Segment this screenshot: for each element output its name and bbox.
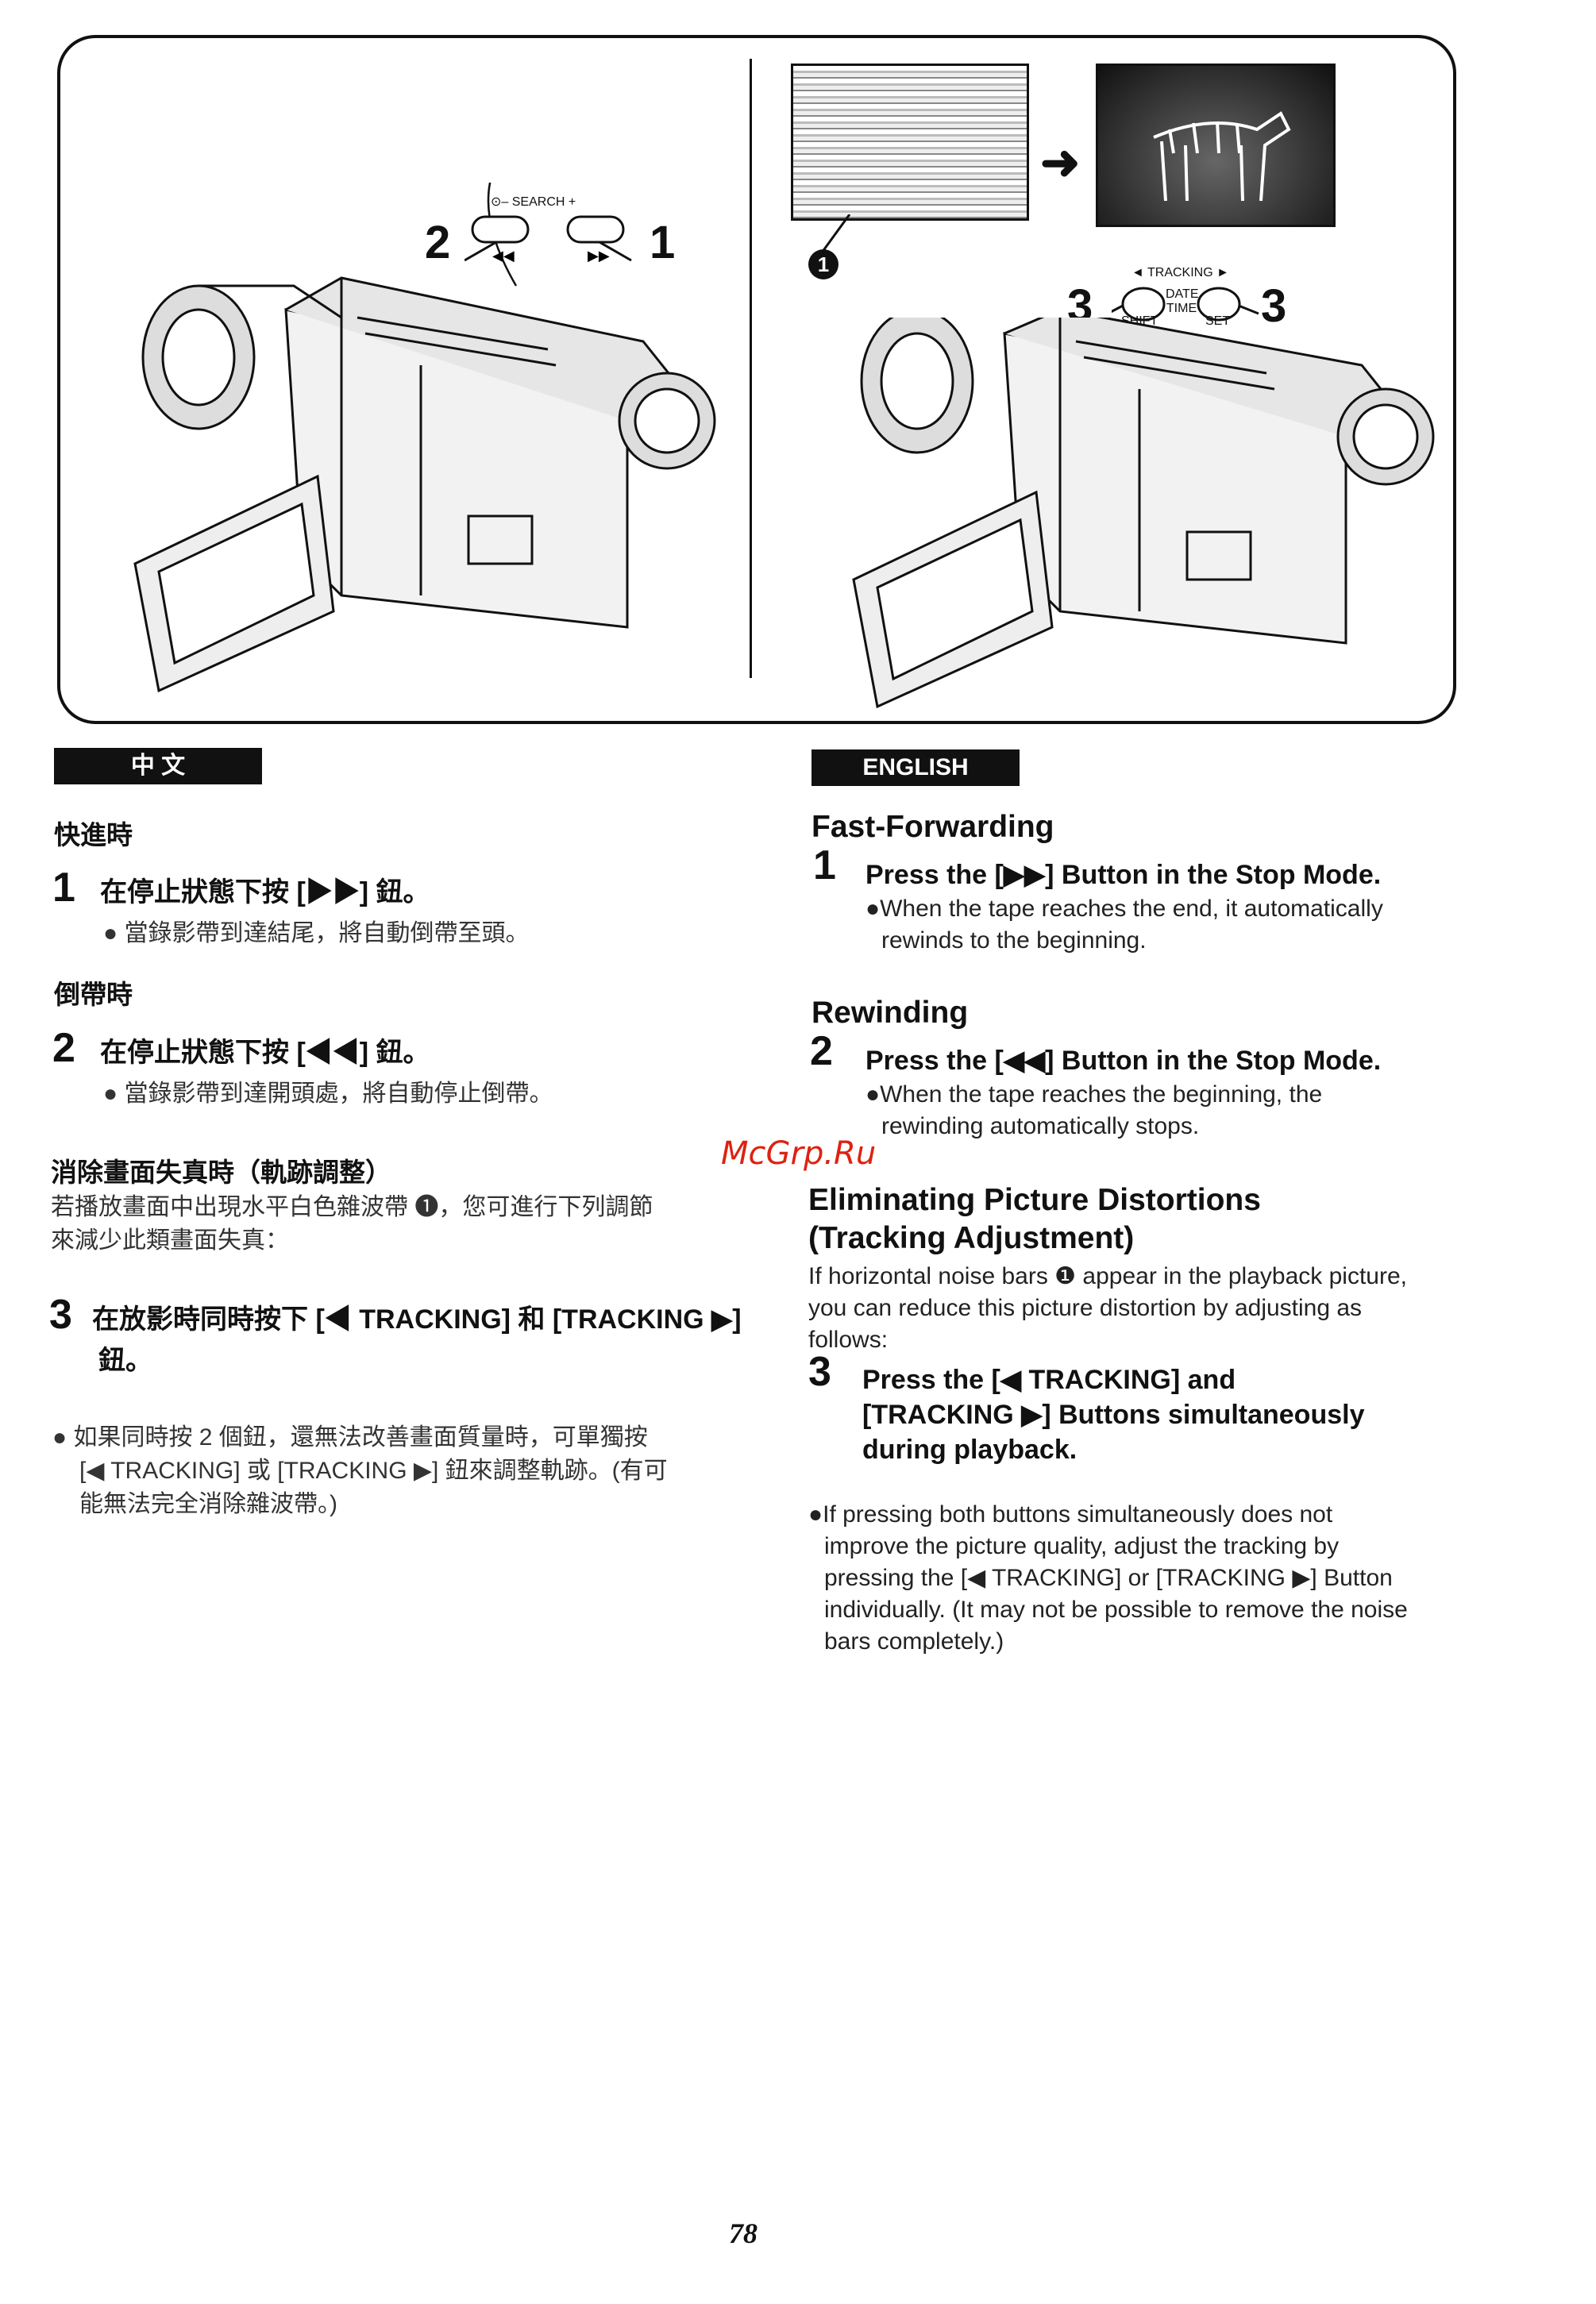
- cn-rw-title: 倒帶時: [54, 980, 133, 1009]
- en-elim-title-2: (Tracking Adjustment): [808, 1221, 1135, 1255]
- cn-step1-note: ● 當錄影帶到達結尾，將自動倒帶至頭。: [103, 920, 530, 946]
- cn-step1-num: 1: [52, 865, 75, 911]
- en-elim-body-2: you can reduce this picture distortion b…: [808, 1295, 1363, 1321]
- callout-3-right: 3: [1261, 280, 1287, 332]
- en-note-5: bars completely.): [824, 1628, 1004, 1655]
- cn-step3-text-2: 鈕。: [98, 1346, 152, 1376]
- svg-text:▶▶: ▶▶: [588, 248, 610, 264]
- en-note-1: ●If pressing both buttons simultaneously…: [808, 1501, 1333, 1528]
- cn-note-2: [◀ TRACKING] 或 [TRACKING ▶] 鈕來調整軌跡。(有可: [79, 1458, 668, 1484]
- tracking-buttons-diagram: [1112, 287, 1259, 322]
- chinese-tag: 中 文: [54, 748, 262, 784]
- en-elim-title-1: Eliminating Picture Distortions: [808, 1183, 1261, 1217]
- camcorder-illustration-right: [852, 318, 1435, 709]
- cn-note-1: ● 如果同時按 2 個鈕，還無法改善畫面質量時，可單獨按: [52, 1424, 648, 1451]
- cn-elim-body-1: 若播放畫面中出現水平白色雜波帶 ❶，您可進行下列調節: [51, 1194, 653, 1220]
- callout-2: 2: [425, 217, 451, 268]
- en-step2-note-2: rewinding automatically stops.: [881, 1113, 1200, 1139]
- en-step2-num: 2: [810, 1028, 833, 1074]
- en-elim-body-1: If horizontal noise bars ❶ appear in the…: [808, 1263, 1407, 1289]
- callout-marker-1: 1: [808, 249, 838, 279]
- cn-ff-title: 快進時: [54, 820, 133, 850]
- en-step3-text-2: [TRACKING ▶] Buttons simultaneously: [862, 1400, 1365, 1430]
- en-note-2: improve the picture quality, adjust the …: [824, 1533, 1340, 1559]
- search-buttons-diagram: ◀◀ ▶▶: [465, 215, 632, 264]
- en-ff-title: Fast-Forwarding: [811, 810, 1054, 844]
- illustration-frame: [57, 35, 1456, 724]
- callout-1: 1: [650, 217, 676, 268]
- en-step2-text: Press the [◀◀] Button in the Stop Mode.: [865, 1046, 1382, 1076]
- arrow-right-icon: ➜: [1040, 136, 1081, 189]
- cn-step2-note: ● 當錄影帶到達開頭處，將自動停止倒帶。: [103, 1081, 553, 1107]
- watermark: McGrp.Ru: [721, 1135, 877, 1172]
- en-step1-num: 1: [813, 842, 836, 888]
- search-label: ⊙– SEARCH +: [491, 195, 576, 209]
- en-note-4: individually. (It may not be possible to…: [824, 1597, 1408, 1623]
- cn-step2-num: 2: [52, 1025, 75, 1071]
- date-time-label: DATE TIME: [1166, 287, 1199, 315]
- cn-step3-text-1: 在放影時同時按下 [◀ TRACKING] 和 [TRACKING ▶]: [92, 1304, 742, 1335]
- en-step3-text-3: during playback.: [862, 1435, 1077, 1465]
- english-tag: ENGLISH: [811, 749, 1020, 786]
- camcorder-illustration-left: [133, 183, 716, 693]
- set-label: SET: [1205, 314, 1231, 328]
- zebra-icon: [1153, 111, 1291, 202]
- cn-note-3: 能無法完全消除雜波帶。): [79, 1491, 337, 1517]
- cn-step1-text: 在停止狀態下按 [▶▶] 鈕。: [100, 877, 430, 907]
- en-note-3: pressing the [◀ TRACKING] or [TRACKING ▶…: [824, 1565, 1393, 1591]
- cn-step2-text: 在停止狀態下按 [◀◀] 鈕。: [100, 1038, 430, 1068]
- en-step2-note-1: ●When the tape reaches the beginning, th…: [865, 1081, 1323, 1108]
- en-step3-text-1: Press the [◀ TRACKING] and: [862, 1365, 1236, 1395]
- svg-text:◀◀: ◀◀: [492, 248, 515, 264]
- noisy-screen-image: [791, 64, 1029, 221]
- cn-step3-num: 3: [49, 1292, 72, 1338]
- cn-elim-title: 消除畫面失真時（軌跡調整）: [51, 1158, 391, 1187]
- en-step1-text: Press the [▶▶] Button in the Stop Mode.: [865, 860, 1382, 890]
- cn-elim-body-2: 來減少此類畫面失真：: [51, 1227, 289, 1254]
- en-step1-note-1: ●When the tape reaches the end, it autom…: [865, 896, 1383, 922]
- en-rw-title: Rewinding: [811, 996, 969, 1030]
- illustration-divider: [750, 59, 752, 678]
- tracking-label: ◄ TRACKING ►: [1131, 266, 1229, 279]
- en-elim-body-3: follows:: [808, 1327, 889, 1353]
- en-step1-note-2: rewinds to the beginning.: [881, 927, 1147, 954]
- clean-screen-image: [1096, 64, 1336, 227]
- en-step3-num: 3: [808, 1349, 831, 1395]
- page-number: 78: [729, 2217, 758, 2249]
